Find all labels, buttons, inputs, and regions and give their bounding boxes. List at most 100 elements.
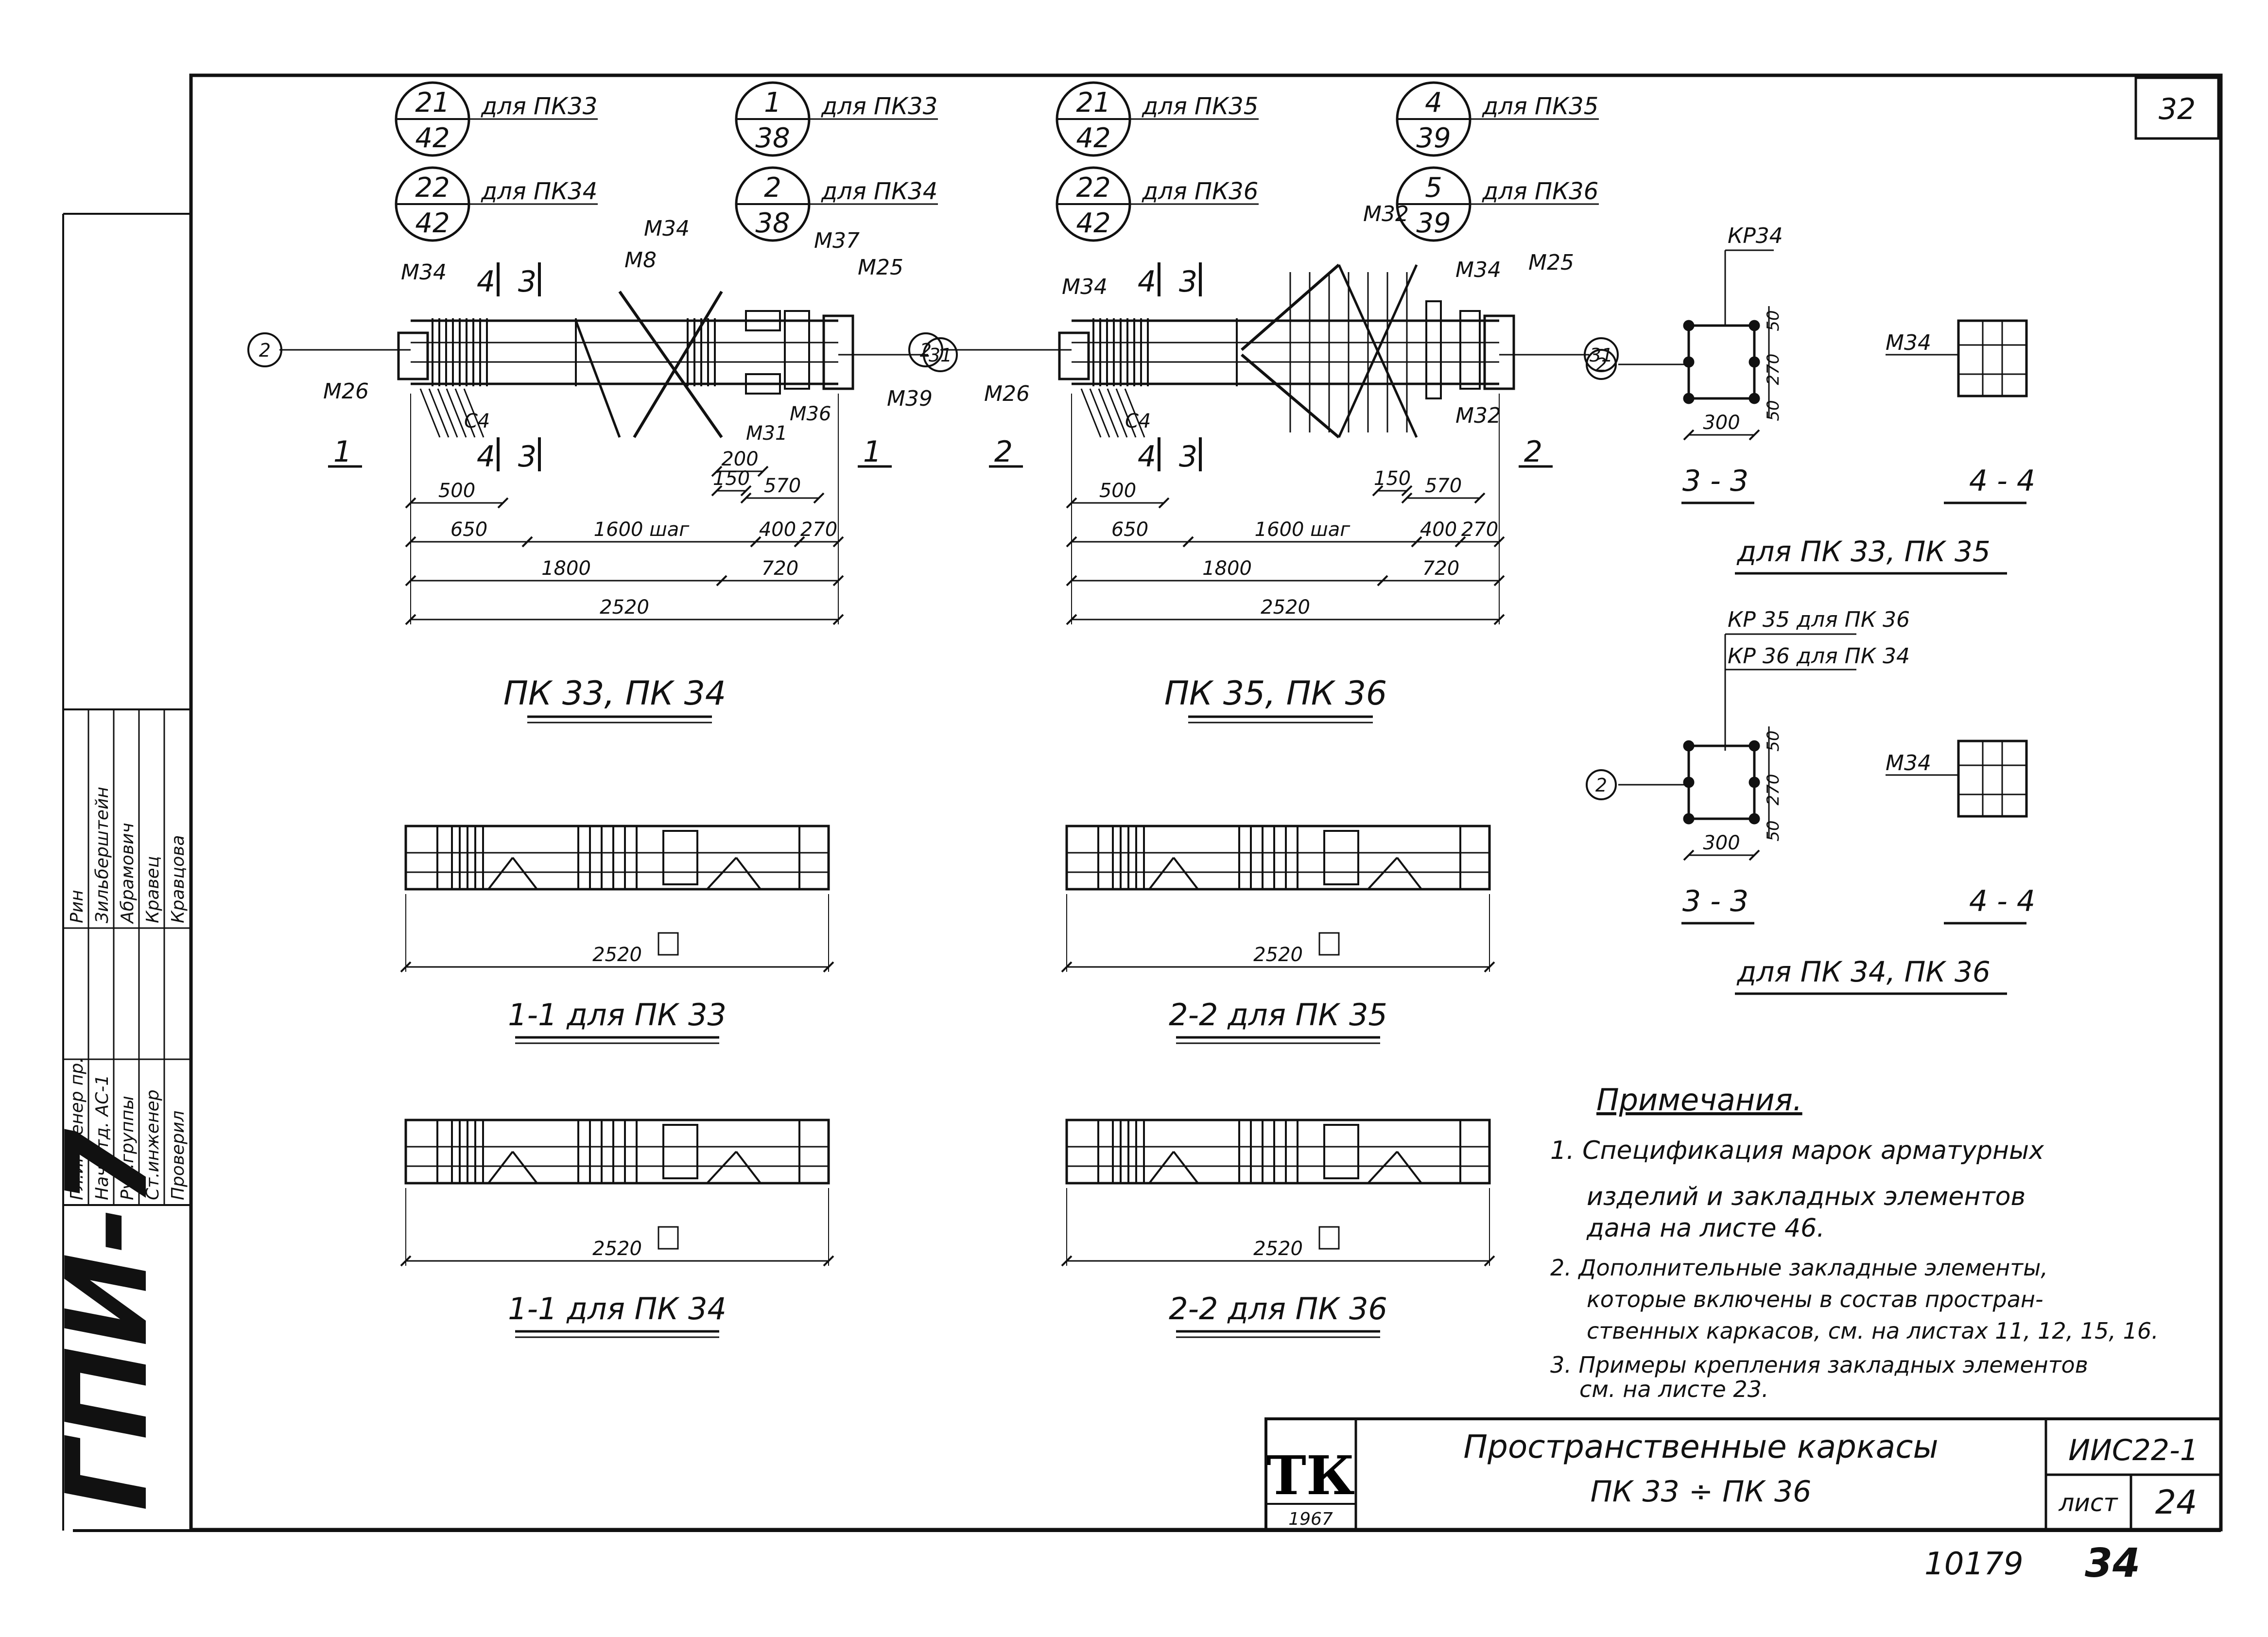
side-name: Рин	[67, 890, 87, 923]
cut-outline	[404, 825, 830, 891]
axis-label: 2	[920, 340, 932, 361]
axis-bubble	[1584, 337, 1619, 372]
dim-tick	[716, 575, 727, 586]
axis-label: 31	[929, 345, 952, 366]
hatch	[428, 388, 450, 438]
mark-c4: С4	[464, 410, 490, 432]
diag	[512, 1151, 538, 1184]
diag	[1396, 1151, 1422, 1184]
dim-500: 500	[438, 480, 475, 502]
ref-den: 42	[1076, 122, 1110, 154]
diag	[512, 857, 538, 890]
ref-num: 21	[415, 87, 450, 119]
side-role: Рук.группы	[118, 1096, 138, 1200]
dim-tick	[1683, 429, 1695, 441]
section-caption: для ПК 34, ПК 36	[1736, 955, 1990, 988]
mark-m34: М34	[401, 260, 447, 285]
dim-tick	[1401, 492, 1413, 504]
dim-720: 720	[1422, 557, 1459, 580]
ref-note: для ПК33	[481, 93, 597, 120]
embed-plate	[1459, 310, 1481, 390]
ref-note: для ПК35	[1142, 93, 1258, 120]
section-number: 1	[863, 435, 882, 469]
dim-tick	[1484, 1255, 1495, 1267]
ref-note: для ПК33	[821, 93, 937, 120]
dim-1600: 1600 шаг	[594, 518, 690, 541]
dim-tick	[1749, 429, 1760, 441]
ref-den: 42	[415, 207, 450, 239]
ref-num: 2	[764, 172, 781, 204]
ref-note: для ПК36	[1142, 178, 1258, 205]
dim-720: 720	[762, 557, 798, 580]
hatch	[419, 388, 441, 438]
dim-50: 50	[1764, 730, 1783, 751]
dim-1800: 1800	[541, 557, 591, 580]
dim-flag	[1318, 932, 1340, 956]
dim-50: 50	[1764, 310, 1783, 331]
cut-title: 2-2 для ПК 36	[1169, 1291, 1387, 1327]
section-square	[1687, 744, 1756, 820]
dim-50: 50	[1764, 400, 1783, 421]
end-plate-left	[1058, 331, 1090, 380]
note-line: 2. Дополнительные закладные элементы,	[1550, 1255, 2048, 1281]
hatch	[437, 388, 458, 438]
dim-flag	[658, 1226, 679, 1250]
diag	[1173, 857, 1199, 890]
rebar-dot	[1683, 320, 1695, 331]
dim-tick	[1377, 575, 1388, 586]
axis-bubble	[1586, 349, 1617, 380]
dim-270: 270	[1764, 774, 1783, 806]
dim-1600: 1600 шаг	[1255, 518, 1351, 541]
section-title: 4 - 4	[1969, 884, 2035, 918]
dim-tick	[400, 961, 412, 973]
hatch	[446, 388, 467, 438]
dim-tick	[1401, 485, 1413, 497]
cut-dim: 2520	[1253, 1238, 1303, 1260]
dim-1800: 1800	[1202, 557, 1252, 580]
cut-mark: 4	[1138, 265, 1156, 299]
dim-tick	[823, 1255, 834, 1267]
notes-heading: Примечания.	[1596, 1082, 1802, 1118]
dim-tick	[757, 465, 769, 477]
ref-note: для ПК34	[481, 178, 597, 205]
end-plate-right	[1483, 314, 1515, 390]
mark-m31: М31	[746, 422, 787, 445]
mark-c4: С4	[1125, 410, 1151, 432]
dim-tick	[813, 492, 825, 504]
mark-m26: М26	[984, 381, 1030, 406]
diag	[1367, 857, 1398, 890]
note-line: ственных каркасов, см. на листах 11, 12,…	[1587, 1318, 2159, 1344]
rebar-dot	[1683, 813, 1695, 825]
dim-tick	[711, 465, 723, 477]
notes-block: Примечания. 1. Спецификация марок армату…	[1550, 1082, 2159, 1402]
mark-m8: М8	[624, 248, 657, 273]
sheet-title-line1: Пространственные каркасы	[1463, 1428, 1938, 1465]
sheet-number-box	[2134, 76, 2220, 140]
sheet-label: лист	[2058, 1489, 2118, 1517]
mark-m25: М25	[858, 255, 903, 280]
dim-flag	[658, 932, 679, 956]
side-name: Кравцова	[168, 835, 188, 924]
dim-650: 650	[450, 518, 487, 541]
dim-tick	[823, 961, 834, 973]
axis-bubble	[1586, 769, 1617, 800]
section-title: 3 - 3	[1682, 884, 1749, 918]
title-block: ТК 1967 Пространственные каркасы ПК 33 ÷…	[1264, 1417, 2222, 1531]
ref-note: для ПК35	[1482, 93, 1598, 120]
mark-m36: М36	[790, 403, 831, 425]
mark-m25: М25	[1528, 250, 1574, 275]
dim-150: 150	[1374, 467, 1411, 490]
embed-plate	[745, 310, 781, 331]
truss-diag	[1337, 264, 1418, 438]
ref-num: 4	[1425, 87, 1442, 119]
rebar-dot	[1749, 740, 1760, 752]
ref-num: 22	[415, 172, 450, 204]
rebar-dot	[1749, 813, 1760, 825]
dim-tick	[400, 1255, 412, 1267]
cut-mark: 4	[477, 265, 495, 299]
diag	[1148, 857, 1175, 890]
hatch	[1115, 388, 1137, 438]
